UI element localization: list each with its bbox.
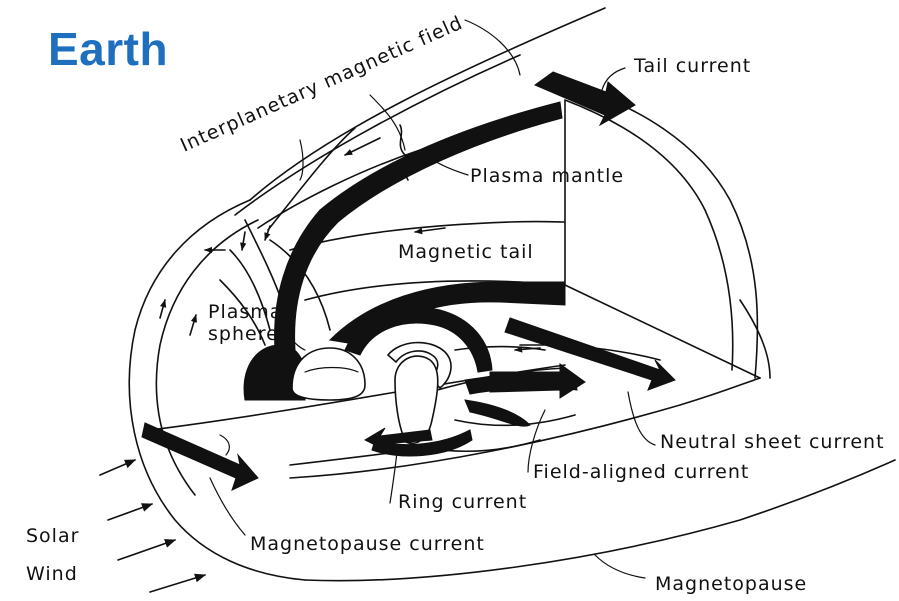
label-solar: Solar: [26, 525, 79, 547]
label-ring-current: Ring current: [398, 491, 527, 513]
label-magnetopause: Magnetopause: [655, 573, 807, 595]
solar-wind-arrows: [100, 460, 205, 592]
label-plasma-sphere-dash: -: [268, 323, 276, 345]
label-plasma-sphere-1: Plasma: [208, 301, 282, 323]
magnetopause-current-arrow: [142, 423, 258, 490]
label-magnetic-tail: Magnetic tail: [398, 241, 534, 263]
label-tail-current: Tail current: [633, 55, 751, 77]
label-interplanetary-field: Interplanetary magnetic field: [177, 12, 466, 157]
label-field-aligned-current: Field-aligned current: [533, 461, 749, 483]
label-wind: Wind: [26, 563, 78, 585]
label-neutral-sheet-current: Neutral sheet current: [660, 431, 885, 453]
label-plasma-mantle: Plasma mantle: [470, 165, 624, 187]
earth-plasmasphere: [244, 345, 365, 400]
label-magnetopause-current: Magnetopause current: [250, 533, 485, 555]
